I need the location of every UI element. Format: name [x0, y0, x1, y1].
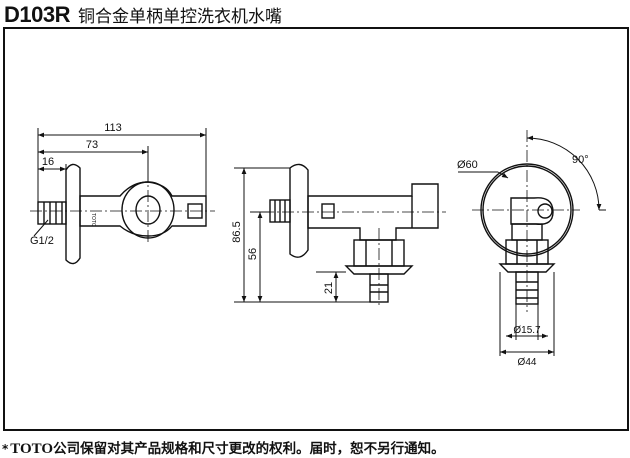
footer-brand: TOTO [10, 441, 54, 457]
dim-height-outlet: 21 [323, 282, 335, 294]
dim-length-total: 113 [104, 122, 122, 134]
model-number: D103R [4, 2, 70, 27]
front-view [262, 163, 446, 308]
footer-star: * [2, 442, 9, 456]
end-view [472, 130, 580, 312]
dim-height-mid: 56 [247, 248, 259, 260]
front-dimensions [234, 167, 370, 303]
dim-flange-offset: 16 [42, 156, 54, 168]
side-dimensions [33, 128, 207, 237]
footer-notice: *TOTO公司保留对其产品规格和尺寸更改的权利。届时，恕不另行通知。 [2, 437, 445, 458]
dim-outlet-diameter: Ø15.7 [513, 325, 541, 336]
side-view [30, 163, 215, 265]
end-handle [510, 197, 554, 225]
body-marking: TOTO [90, 213, 96, 227]
dim-rotation-angle: 90° [572, 154, 589, 166]
dim-height-total: 86.5 [231, 221, 243, 242]
title-row: D103R 铜合金单柄单控洗衣机水嘴 [4, 2, 282, 28]
footer-text: 公司保留对其产品规格和尺寸更改的权利。届时，恕不另行通知。 [53, 441, 445, 457]
front-flange [289, 163, 309, 258]
side-flange [65, 163, 81, 265]
dim-base-diameter: Ø44 [518, 357, 537, 368]
dim-flange-diameter: Ø60 [457, 159, 478, 171]
side-thread [37, 201, 67, 225]
dim-length-body: 73 [86, 139, 98, 151]
front-body [307, 183, 439, 241]
dim-thread: G1/2 [30, 235, 54, 247]
end-dimensions [458, 135, 606, 356]
product-name: 铜合金单柄单控洗衣机水嘴 [77, 7, 282, 27]
drawing-frame [3, 27, 629, 431]
side-body [79, 181, 207, 237]
